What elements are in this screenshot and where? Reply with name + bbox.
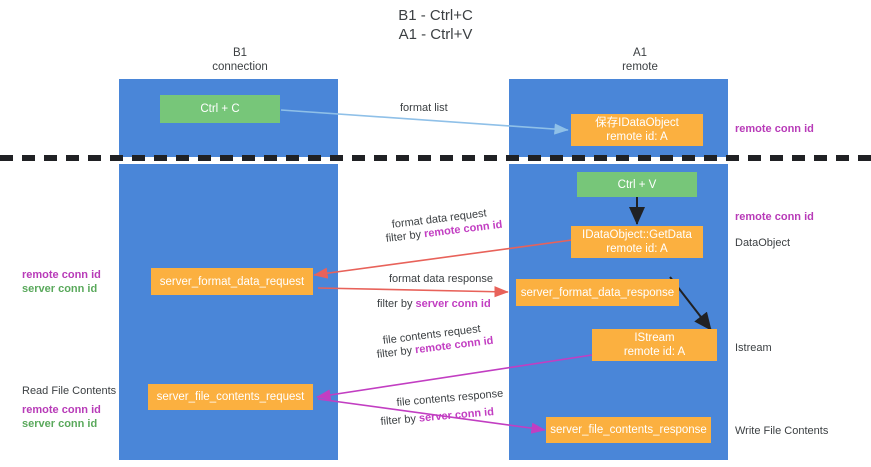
filter-prefix: filter by bbox=[377, 298, 416, 310]
column-header-b1: B1 connection bbox=[212, 47, 268, 73]
annotation-left-remote-conn-id-bottom: remote conn id bbox=[22, 404, 101, 416]
annotation-istream: Istream bbox=[735, 342, 772, 354]
annotation-dataobject: DataObject bbox=[735, 237, 791, 249]
filter-prefix: filter by bbox=[376, 344, 416, 361]
node-server-format-data-request[interactable]: server_format_data_request bbox=[151, 268, 313, 295]
annotation-remote-conn-id-mid: remote conn id bbox=[735, 211, 814, 223]
edge-label-format-list: format list bbox=[400, 102, 448, 114]
node-server-file-contents-request[interactable]: server_file_contents_request bbox=[148, 384, 313, 410]
filter-prefix: filter by bbox=[385, 228, 425, 245]
lane-b1-bottom bbox=[119, 164, 338, 460]
filter-prefix: filter by bbox=[380, 412, 420, 428]
node-idataobject-getdata[interactable]: IDataObject::GetData remote id: A bbox=[571, 226, 703, 258]
filter-key: server conn id bbox=[415, 298, 491, 310]
edge-label-format-data-response: format data response bbox=[389, 273, 493, 285]
page-title: B1 - Ctrl+C A1 - Ctrl+V bbox=[398, 7, 473, 43]
node-server-format-data-response[interactable]: server_format_data_response bbox=[516, 279, 679, 306]
node-ctrl-c[interactable]: Ctrl + C bbox=[160, 95, 280, 123]
edge-format-data-response bbox=[317, 286, 509, 298]
lane-a1-bottom bbox=[509, 164, 728, 460]
annotation-left-remote-conn-id-mid: remote conn id bbox=[22, 269, 101, 281]
node-save-idataobject[interactable]: 保存IDataObject remote id: A bbox=[571, 114, 703, 146]
annotation-left-server-conn-id-bottom: server conn id bbox=[22, 418, 98, 430]
node-server-file-contents-response[interactable]: server_file_contents_response bbox=[546, 417, 711, 443]
section-divider bbox=[0, 155, 871, 161]
annotation-write-file-contents: Write File Contents bbox=[735, 425, 829, 437]
annotation-left-server-conn-id-mid: server conn id bbox=[22, 283, 98, 295]
node-istream[interactable]: IStream remote id: A bbox=[592, 329, 717, 361]
node-ctrl-v[interactable]: Ctrl + V bbox=[577, 172, 697, 197]
edge-label-format-data-response-filter: filter by server conn id bbox=[377, 297, 491, 312]
annotation-remote-conn-id-top: remote conn id bbox=[735, 123, 814, 135]
annotation-read-file-contents: Read File Contents bbox=[22, 385, 117, 397]
filter-key: server conn id bbox=[418, 406, 495, 425]
column-header-a1: A1 remote bbox=[622, 47, 658, 73]
